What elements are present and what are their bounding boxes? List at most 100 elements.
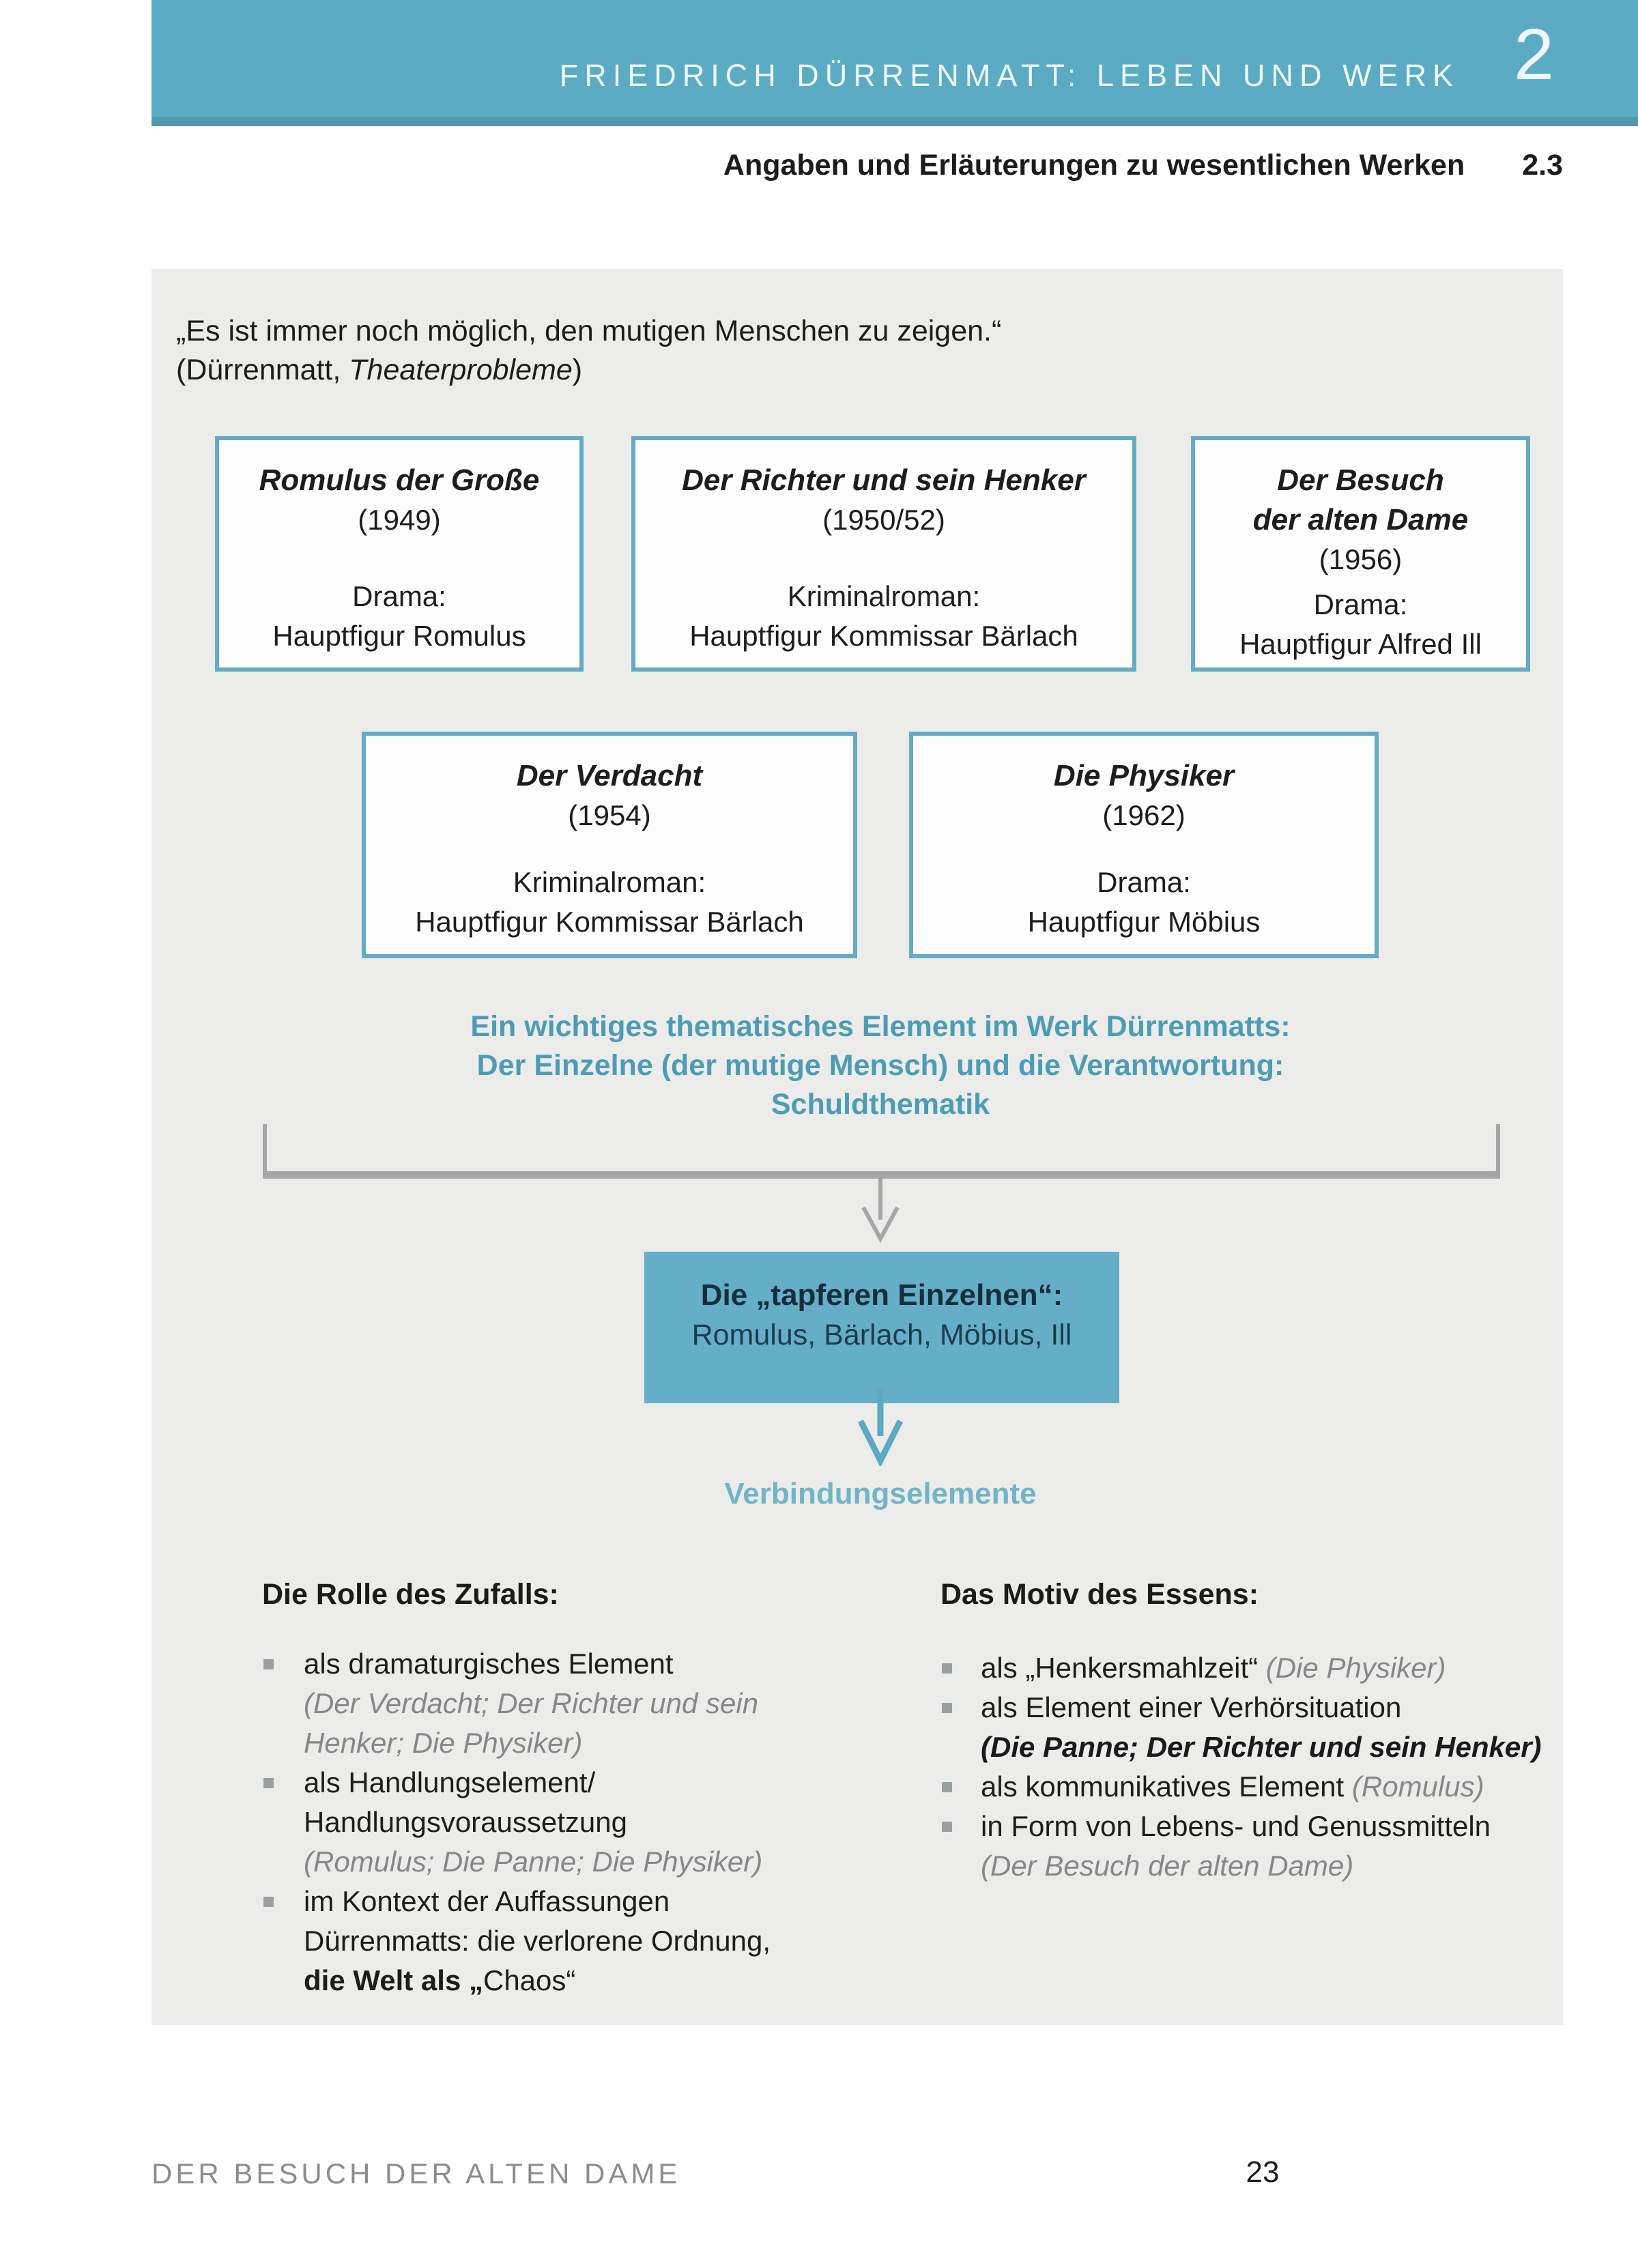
work-figure: Hauptfigur Alfred Ill [1239, 628, 1482, 660]
quote-attribution-suffix: ) [572, 354, 583, 386]
text-segment: Henker; Die Physiker) [304, 1727, 583, 1759]
text-segment: Chaos“ [483, 1964, 576, 1996]
list-line-text: Dürrenmatts: die verlorene Ordnung, [304, 1921, 771, 1961]
quote-attribution-work: Theaterprobleme [349, 354, 573, 386]
text-segment: (Romulus; Die Panne; Die Physiker) [304, 1846, 763, 1878]
right-column-heading: Das Motiv des Essens: [940, 1578, 1259, 1611]
bracket-right-tick [1496, 1124, 1500, 1179]
theme-line: Schuldthematik [771, 1088, 990, 1121]
work-figure: Hauptfigur Kommissar Bärlach [415, 906, 804, 938]
list-line-text: die Welt als „Chaos“ [304, 1961, 575, 2000]
section-subtitle-text: Angaben und Erläuterungen zu wesentliche… [723, 149, 1465, 182]
text-segment: die Welt als „ [304, 1964, 483, 1996]
result-box-names: Romulus, Bärlach, Möbius, Ill [691, 1319, 1072, 1351]
list-line-text: Henker; Die Physiker) [304, 1723, 582, 1763]
theme-line: Der Einzelne (der mutige Mensch) und die… [476, 1049, 1284, 1082]
list-line-text: in Form von Lebens- und Genussmitteln [981, 1807, 1491, 1846]
theme-line: Ein wichtiges thematisches Element im We… [470, 1010, 1291, 1043]
work-box-richter-henker: Der Richter und sein Henker (1950/52) Kr… [631, 436, 1136, 672]
list-line: als Handlungselement/ [262, 1763, 951, 1803]
spacer [635, 540, 1132, 577]
chapter-header-bar: FRIEDRICH DÜRRENMATT: LEBEN UND WERK 2 [152, 0, 1638, 126]
content-panel: „Es ist immer noch möglich, den mutigen … [152, 269, 1563, 2025]
list-line: als kommunikatives Element (Romulus) [940, 1767, 1563, 1807]
text-segment: (Romulus) [1351, 1770, 1484, 1803]
work-figure: Hauptfigur Kommissar Bärlach [689, 620, 1078, 652]
work-box-besuch-alte-dame: Der Besuch der alten Dame (1956) Drama: … [1191, 436, 1530, 672]
work-year: (1954) [568, 799, 651, 831]
work-year: (1956) [1319, 543, 1403, 575]
bullet-square-icon [263, 1897, 274, 1907]
work-figure: Hauptfigur Möbius [1027, 906, 1261, 938]
list-line: Henker; Die Physiker) [262, 1723, 951, 1763]
list-line: (Der Verdacht; Der Richter und sein [262, 1684, 951, 1723]
result-box-title: Die „tapferen Einzelnen“: [700, 1278, 1063, 1312]
list-line-text: als kommunikatives Element (Romulus) [981, 1767, 1484, 1807]
text-segment: als dramaturgisches Element [304, 1648, 674, 1680]
list-line-text: (Die Panne; Der Richter und sein Henker) [981, 1727, 1542, 1767]
list-line-text: als dramaturgisches Element [304, 1644, 674, 1684]
bullet-square-icon [942, 1703, 952, 1713]
work-title: Der Richter und sein Henker [682, 463, 1086, 497]
list-line-text: Handlungsvoraussetzung [304, 1803, 627, 1842]
list-line: die Welt als „Chaos“ [262, 1961, 951, 2000]
work-title: Romulus der Große [259, 463, 540, 497]
chapter-number: 2 [1514, 14, 1554, 95]
quote-attribution: (Dürrenmatt, Theaterprobleme) [176, 351, 1001, 390]
list-line: (Die Panne; Der Richter und sein Henker) [940, 1727, 1563, 1767]
text-segment: als „Henkersmahlzeit“ [981, 1652, 1266, 1684]
result-box: Die „tapferen Einzelnen“: Romulus, Bärla… [644, 1252, 1119, 1403]
list-line: Handlungsvoraussetzung [262, 1803, 951, 1842]
running-footer-title: DER BESUCH DER ALTEN DAME [152, 2157, 681, 2190]
work-title: Der Besuch [1277, 463, 1444, 497]
section-number: 2.3 [1522, 149, 1563, 182]
work-box-verdacht: Der Verdacht (1954) Kriminalroman: Haupt… [362, 732, 857, 958]
bracket-line [263, 1171, 1500, 1179]
left-column-heading: Die Rolle des Zufalls: [262, 1578, 559, 1611]
work-title: Die Physiker [1053, 759, 1235, 792]
list-line-text: als Handlungselement/ [304, 1763, 595, 1803]
text-segment: in Form von Lebens- und Genussmitteln [981, 1810, 1491, 1842]
list-line: in Form von Lebens- und Genussmitteln [940, 1807, 1563, 1846]
spacer [219, 540, 579, 577]
quote-line: „Es ist immer noch möglich, den mutigen … [176, 315, 1002, 347]
quote-attribution-prefix: (Dürrenmatt, [176, 354, 349, 386]
work-genre: Kriminalroman: [513, 866, 706, 898]
text-segment: (Der Verdacht; Der Richter und sein [304, 1687, 759, 1719]
page-number: 23 [1246, 2155, 1280, 2189]
list-line: (Romulus; Die Panne; Die Physiker) [262, 1842, 951, 1882]
chapter-header-title: FRIEDRICH DÜRRENMATT: LEBEN UND WERK [559, 58, 1459, 93]
work-figure: Hauptfigur Romulus [272, 620, 526, 652]
list-line: als dramaturgisches Element [262, 1644, 951, 1684]
text-segment: (Die Panne; Der Richter und sein Henker) [981, 1731, 1542, 1763]
list-line-text: (Der Besuch der alten Dame) [981, 1846, 1353, 1886]
work-year: (1962) [1102, 799, 1186, 831]
text-segment: (Die Physiker) [1265, 1652, 1446, 1684]
section-subtitle: Angaben und Erläuterungen zu wesentliche… [723, 149, 1563, 182]
bullet-square-icon [942, 1782, 952, 1792]
text-segment: (Der Besuch der alten Dame) [981, 1850, 1354, 1882]
list-line: Dürrenmatts: die verlorene Ordnung, [262, 1921, 951, 1961]
theme-statement: Ein wichtiges thematisches Element im We… [198, 1007, 1563, 1124]
work-genre: Drama: [1097, 866, 1191, 898]
work-genre: Drama: [352, 580, 446, 612]
list-line: als Element einer Verhörsituation [940, 1688, 1563, 1727]
list-line: im Kontext der Auffassungen [262, 1882, 951, 1921]
spacer [913, 835, 1375, 863]
down-arrow-icon [857, 1390, 904, 1466]
list-line-text: (Der Verdacht; Der Richter und sein [304, 1684, 758, 1723]
work-title-line2: der alten Dame [1252, 503, 1469, 536]
work-year: (1949) [358, 504, 441, 536]
bullet-square-icon [263, 1778, 274, 1788]
spacer [1195, 579, 1526, 585]
work-year: (1950/52) [822, 504, 945, 536]
work-box-physiker: Die Physiker (1962) Drama: Hauptfigur Mö… [909, 732, 1379, 958]
list-line: als „Henkersmahlzeit“ (Die Physiker) [940, 1648, 1563, 1688]
bracket-left-tick [263, 1124, 267, 1179]
bullet-square-icon [942, 1663, 952, 1674]
text-segment: als Handlungselement/ [304, 1766, 596, 1798]
connector-label: Verbindungselemente [724, 1477, 1037, 1510]
bullet-square-icon [942, 1822, 952, 1832]
text-segment: als kommunikatives Element [981, 1770, 1352, 1803]
